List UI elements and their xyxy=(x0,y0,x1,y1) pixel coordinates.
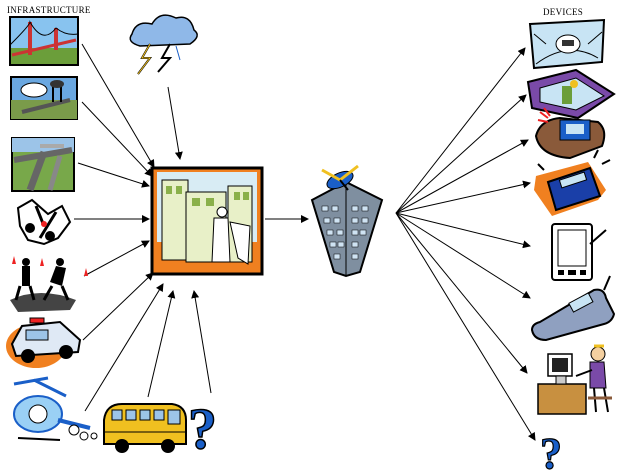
arrow-bridge-to-center xyxy=(81,43,155,168)
infrastructure-label: INFRASTRUCTURE xyxy=(7,5,91,15)
school-bus-icon xyxy=(103,403,187,453)
crash-scene-icon xyxy=(16,198,72,246)
car-dashboard-display-icon xyxy=(526,68,616,120)
unknown-device-question-mark-icon: ? xyxy=(539,428,562,472)
data-center-office-icon xyxy=(150,166,264,276)
highway-interchange-icon xyxy=(11,137,75,192)
arrow-highway-to-center xyxy=(77,162,150,188)
in-vehicle-display-icon xyxy=(528,18,606,70)
devices-label: DEVICES xyxy=(543,7,584,17)
arrow-to-ringing-device xyxy=(395,180,531,214)
svg-text:?: ? xyxy=(540,429,562,472)
weather-storm-cloud-icon xyxy=(129,14,198,75)
broadcast-satellite-building-icon xyxy=(310,164,384,278)
arrow-weather-to-center xyxy=(167,86,183,160)
arrow-to-phone xyxy=(395,212,531,299)
suspension-bridge-icon xyxy=(9,16,79,66)
ringing-device-icon xyxy=(534,149,611,216)
arrow-to-vehicle-display xyxy=(395,47,526,214)
svg-text:?: ? xyxy=(188,396,217,461)
arrow-roadsign-to-center xyxy=(81,101,153,177)
arrow-roadwork-to-center xyxy=(83,240,150,277)
arrow-to-computer xyxy=(395,212,528,374)
arrow-to-question xyxy=(395,212,536,441)
arrow-bus-to-center xyxy=(147,290,176,398)
output-arrows xyxy=(395,47,536,441)
input-arrows xyxy=(74,43,309,412)
arrow-to-pda xyxy=(395,212,531,249)
arrow-to-dashboard xyxy=(395,94,527,214)
road-work-crew-icon xyxy=(10,256,88,312)
emergency-vehicle-icon xyxy=(6,317,82,368)
road-weather-sign-icon xyxy=(10,76,78,120)
unknown-source-question-mark-icon: ? xyxy=(187,395,218,462)
traffic-helicopter-icon xyxy=(13,376,98,441)
mobile-phone-icon xyxy=(530,275,616,342)
arrow-emergency-to-center xyxy=(82,272,154,341)
pda-handheld-icon xyxy=(551,223,607,281)
arrow-question-to-center xyxy=(191,290,212,394)
arrow-helicopter-to-center xyxy=(84,283,164,412)
arrow-to-pager xyxy=(395,139,529,214)
pager-icon xyxy=(534,107,606,160)
desktop-computer-user-icon xyxy=(537,344,612,415)
